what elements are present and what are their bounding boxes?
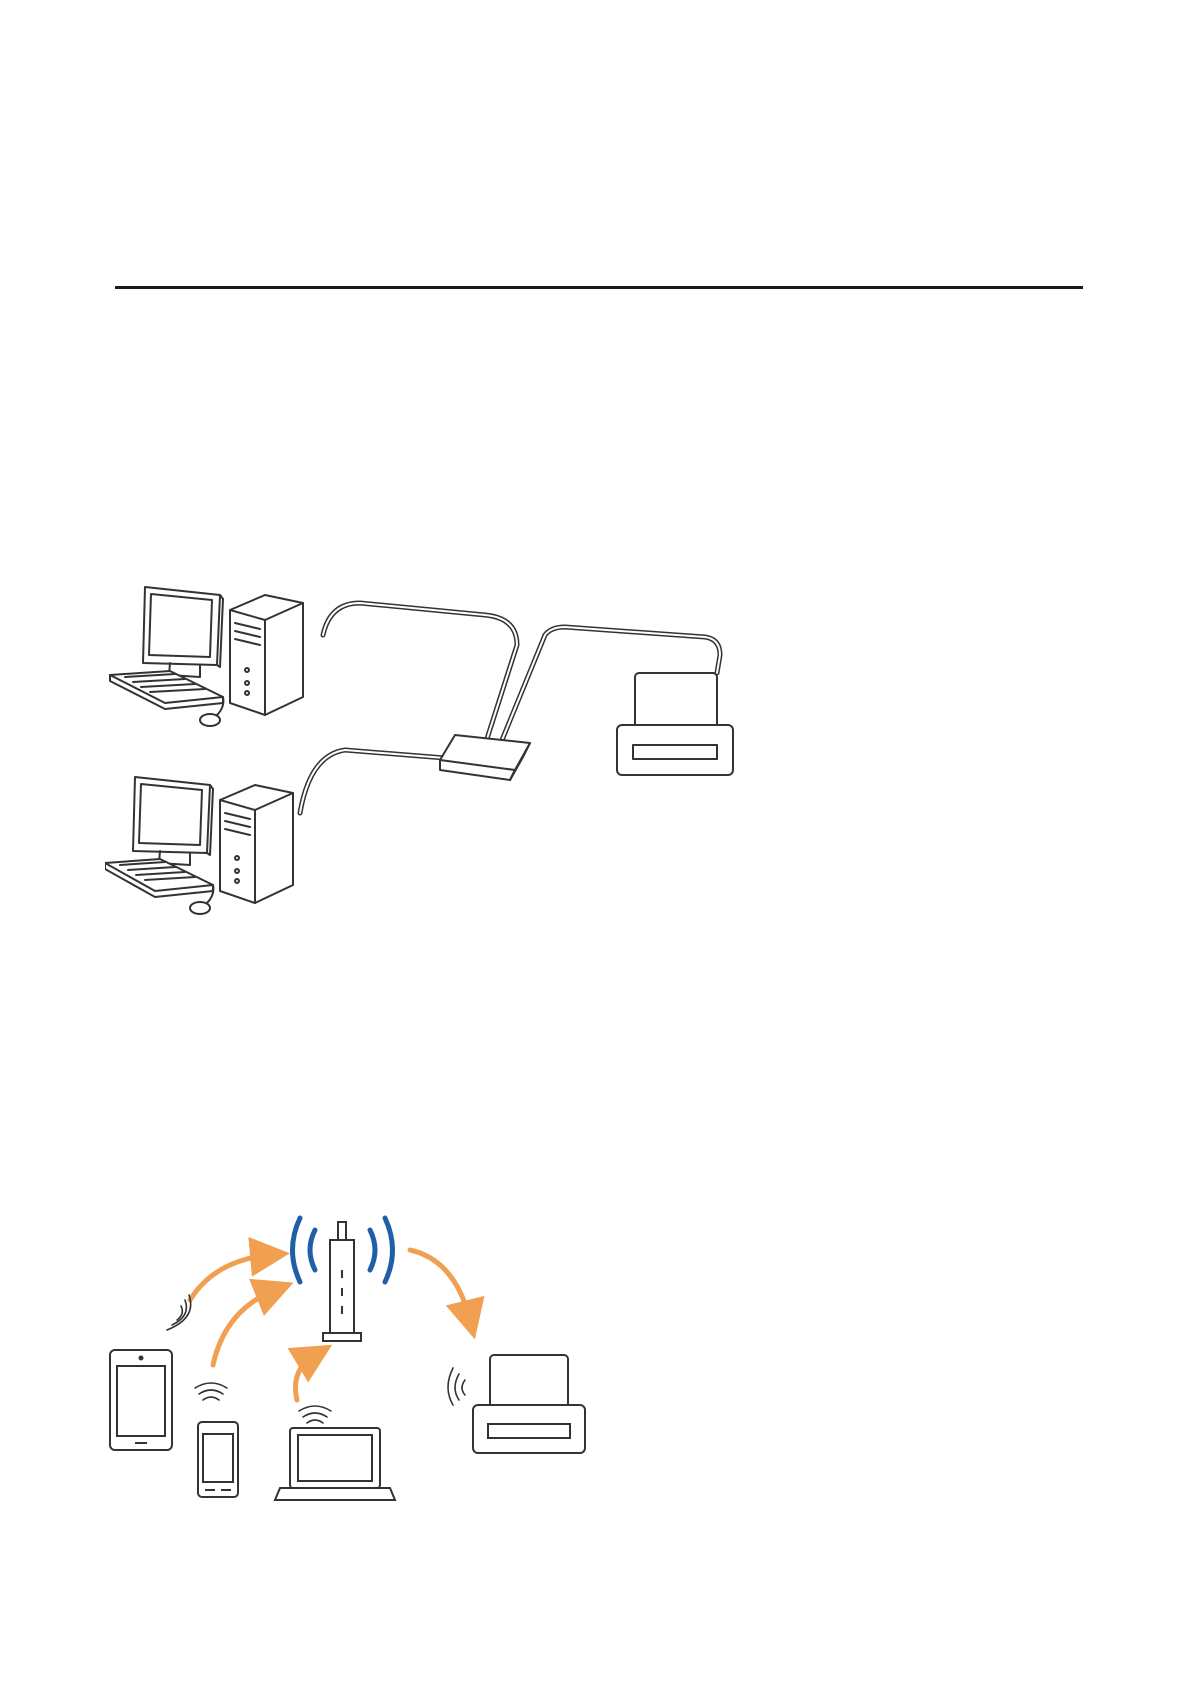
cable-top-computer (323, 603, 517, 745)
wired-network-diagram (105, 585, 805, 935)
network-hub-icon (440, 735, 530, 780)
printer-icon (617, 673, 733, 775)
cable-bottom-computer (300, 750, 445, 813)
laptop-wifi-icon (299, 1406, 331, 1423)
desktop-computer-icon-bottom (105, 777, 293, 914)
printer-wifi-icon (448, 1368, 465, 1405)
smartphone-icon (198, 1422, 238, 1497)
tablet-wifi-icon (167, 1295, 191, 1330)
desktop-computer-icon-top (110, 587, 303, 726)
wireless-router-icon (323, 1222, 361, 1341)
printer-icon (473, 1355, 585, 1453)
laptop-icon (275, 1428, 395, 1500)
smartphone-wifi-icon (195, 1383, 227, 1400)
wireless-network-diagram (105, 1210, 655, 1530)
tablet-icon (110, 1350, 172, 1450)
header-rule (115, 286, 1083, 289)
